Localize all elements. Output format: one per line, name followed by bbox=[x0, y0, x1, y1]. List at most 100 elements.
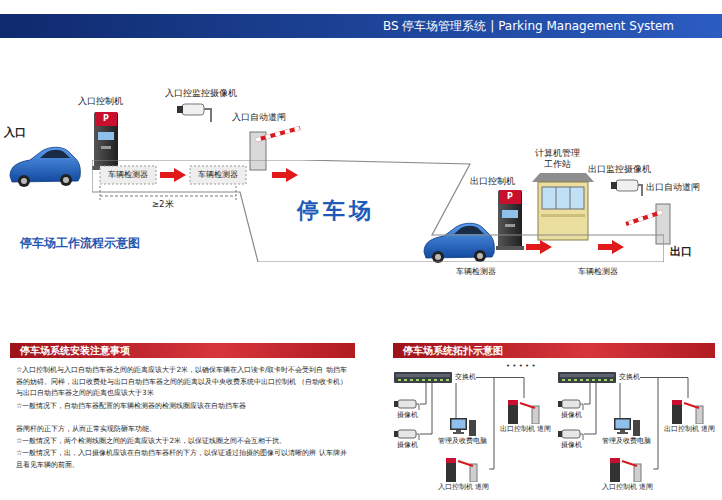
stand bbox=[620, 430, 625, 432]
switch-port bbox=[586, 379, 589, 381]
panel-letter: P bbox=[103, 114, 109, 124]
device-caption: 出口控制机 道闸 bbox=[500, 425, 551, 433]
header-band bbox=[0, 14, 722, 38]
entry-barrier bbox=[256, 128, 300, 140]
detector-loop bbox=[100, 166, 156, 184]
toll-booth bbox=[542, 187, 584, 209]
connector-line bbox=[420, 383, 426, 404]
switch-port bbox=[404, 379, 407, 381]
detector-loop bbox=[100, 166, 246, 184]
dimension-label: ≥2米 bbox=[152, 199, 174, 209]
camera-body bbox=[398, 400, 416, 408]
connector-line bbox=[640, 378, 658, 470]
camera-body bbox=[562, 430, 580, 438]
entry-controller bbox=[92, 112, 120, 170]
switch-device: 交换机 bbox=[394, 372, 476, 383]
exit-controller bbox=[496, 246, 524, 250]
exit-camera bbox=[611, 182, 617, 189]
switch-port bbox=[592, 379, 595, 381]
switch-port bbox=[568, 379, 571, 381]
dimension-line bbox=[100, 186, 236, 201]
monitor bbox=[450, 418, 467, 430]
controller-body bbox=[508, 400, 518, 424]
controller-device: 入口控制机 道闸 bbox=[438, 456, 489, 491]
switch-port bbox=[604, 379, 607, 381]
entry-barrier bbox=[250, 128, 300, 170]
switch-strip bbox=[396, 374, 450, 377]
switch-port bbox=[610, 379, 613, 381]
camera-icon bbox=[558, 398, 584, 410]
controller-device: 出口控制机 道闸 bbox=[500, 398, 551, 433]
device-label: 出口监控摄像机 bbox=[588, 164, 651, 174]
device-label: 计算机管理 工作站 bbox=[530, 148, 584, 170]
stand-base bbox=[617, 432, 628, 434]
controller-device: 出口控制机 道闸 bbox=[664, 398, 715, 433]
monitor bbox=[614, 418, 631, 430]
section-title: 停车场系统拓扑示意图 bbox=[403, 343, 705, 358]
gate-arm bbox=[684, 403, 699, 408]
entry-camera bbox=[177, 106, 183, 113]
exit-camera bbox=[616, 180, 638, 191]
connector-line bbox=[476, 378, 494, 470]
detector-label: 车辆检测器 bbox=[456, 267, 496, 277]
camera-lens bbox=[394, 431, 398, 437]
exit-controller bbox=[499, 190, 521, 204]
device-label: 入口控制机 bbox=[78, 96, 123, 106]
device-label: 出口自动道闸 bbox=[646, 182, 700, 192]
switch-port bbox=[580, 379, 583, 381]
camera-bracket bbox=[416, 404, 419, 410]
pc-icon bbox=[614, 418, 640, 436]
controller-top bbox=[508, 400, 518, 405]
camera-device: 摄像机 bbox=[558, 398, 584, 419]
note-text: ☆入口控制机与入口自动挡车器之间的距离应该大于2米，以确保车辆在入口读卡/取卡时… bbox=[16, 364, 350, 399]
camera-bracket bbox=[416, 434, 419, 440]
camera-lens bbox=[558, 401, 562, 407]
exit-controller bbox=[505, 224, 515, 227]
gate-box bbox=[532, 406, 539, 424]
device-caption: 摄像机 bbox=[397, 411, 418, 419]
pc-device: 管理及收费电脑 bbox=[438, 418, 487, 445]
device-label: 出口控制机 bbox=[470, 176, 515, 186]
toll-booth bbox=[541, 214, 585, 217]
switch-port bbox=[428, 379, 431, 381]
exit-controller bbox=[496, 190, 524, 250]
header-title: BS 停车场管理系统 | Parking Management System bbox=[383, 19, 674, 33]
device-caption: 摄像机 bbox=[561, 411, 582, 419]
controller-top bbox=[446, 458, 456, 463]
switch-strip bbox=[560, 374, 614, 377]
tower bbox=[633, 420, 640, 436]
camera-icon bbox=[394, 428, 420, 440]
ellipsis-dots: • • • • • bbox=[506, 362, 536, 370]
connector-line bbox=[584, 383, 596, 434]
note-text: ☆一般情况下，两个检测线圈之间的距离应该大于2米，以保证线圈之间不会互相干扰。 bbox=[16, 435, 350, 447]
gate-arm bbox=[520, 403, 535, 408]
note-text: ☆一般情况下，出，入口摄像机应该在自动挡车器杆的下方，以保证通过拍摄的图像可以清… bbox=[16, 447, 350, 470]
exit-barrier bbox=[626, 212, 662, 224]
device-caption: 出口控制机 道闸 bbox=[664, 425, 715, 433]
connector-line bbox=[476, 378, 524, 399]
entry-controller bbox=[98, 132, 114, 140]
toll-booth bbox=[538, 182, 588, 240]
switch-icon bbox=[394, 372, 452, 383]
toll-booth bbox=[532, 173, 594, 240]
detector-label: 车辆检测器 bbox=[198, 170, 238, 180]
entry-barrier bbox=[256, 128, 300, 140]
device-label: 入口自动道闸 bbox=[232, 112, 286, 122]
switch-port bbox=[440, 379, 443, 381]
controller-top bbox=[610, 458, 620, 463]
note-text: 器闸杆的正下方，从而正常实现防砸车功能。 bbox=[16, 423, 350, 435]
entry-car bbox=[10, 147, 80, 187]
gate-arm bbox=[458, 461, 473, 466]
connector-line bbox=[584, 383, 590, 404]
section-title: 停车场系统安装注意事项 bbox=[20, 343, 345, 358]
gate-box bbox=[470, 464, 477, 482]
area-name: 停车场 bbox=[297, 198, 375, 224]
flow-arrow bbox=[598, 240, 624, 254]
switch-port bbox=[410, 379, 413, 381]
pc-device: 管理及收费电脑 bbox=[602, 418, 651, 445]
controller-body bbox=[672, 400, 682, 424]
section-header: 停车场系统安装注意事项 bbox=[10, 343, 355, 358]
flow-arrow bbox=[272, 168, 298, 182]
entry-camera bbox=[204, 109, 211, 122]
